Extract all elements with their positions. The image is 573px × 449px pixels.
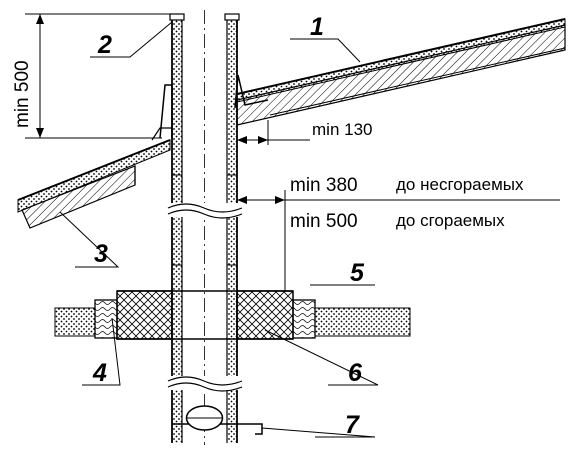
pipe-bracket [172, 405, 263, 435]
callout-5: 5 [350, 259, 365, 287]
dimension-roof-clearance [237, 120, 310, 145]
dimension-flammable-value: min 500 [290, 211, 358, 232]
ceiling-passage [54, 290, 411, 340]
roof-right-slope [236, 18, 566, 126]
dimension-wall-clearance [237, 190, 560, 292]
dimension-flammable-note: до сгораемых [396, 211, 505, 230]
callout-6: 6 [348, 359, 363, 387]
dimension-roof-clearance-label: min 130 [312, 120, 372, 139]
callout-leaders [59, 21, 379, 438]
dimension-nonflammable-value: min 380 [290, 175, 358, 196]
dimension-nonflammable-note: до несгораемых [396, 175, 524, 194]
dimension-roof-height-label: min 500 [12, 60, 33, 128]
callout-2: 2 [97, 31, 112, 59]
callout-1: 1 [310, 13, 324, 41]
roof-left-slope [17, 139, 171, 229]
chimney-pipe [167, 10, 243, 445]
callout-4: 4 [92, 359, 107, 387]
callout-3: 3 [94, 240, 108, 268]
callout-7: 7 [345, 411, 360, 439]
dimension-roof-height [25, 13, 170, 139]
